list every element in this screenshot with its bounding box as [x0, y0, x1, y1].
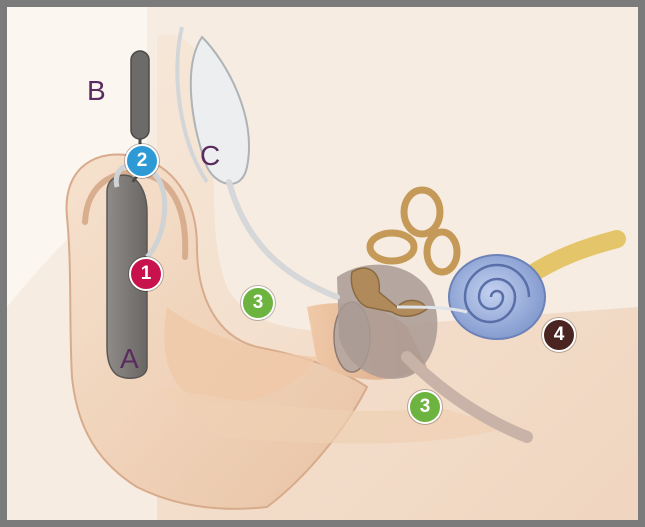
label-b: B — [87, 77, 106, 105]
transmitter-coil — [131, 51, 149, 139]
label-a: A — [120, 345, 139, 373]
marker-2: 2 — [125, 144, 159, 178]
marker-4: 4 — [542, 318, 576, 352]
cochlea — [449, 255, 545, 339]
marker-3-lower: 3 — [408, 390, 442, 424]
marker-3-upper: 3 — [241, 286, 275, 320]
marker-1: 1 — [129, 257, 163, 291]
label-c: C — [200, 142, 220, 170]
